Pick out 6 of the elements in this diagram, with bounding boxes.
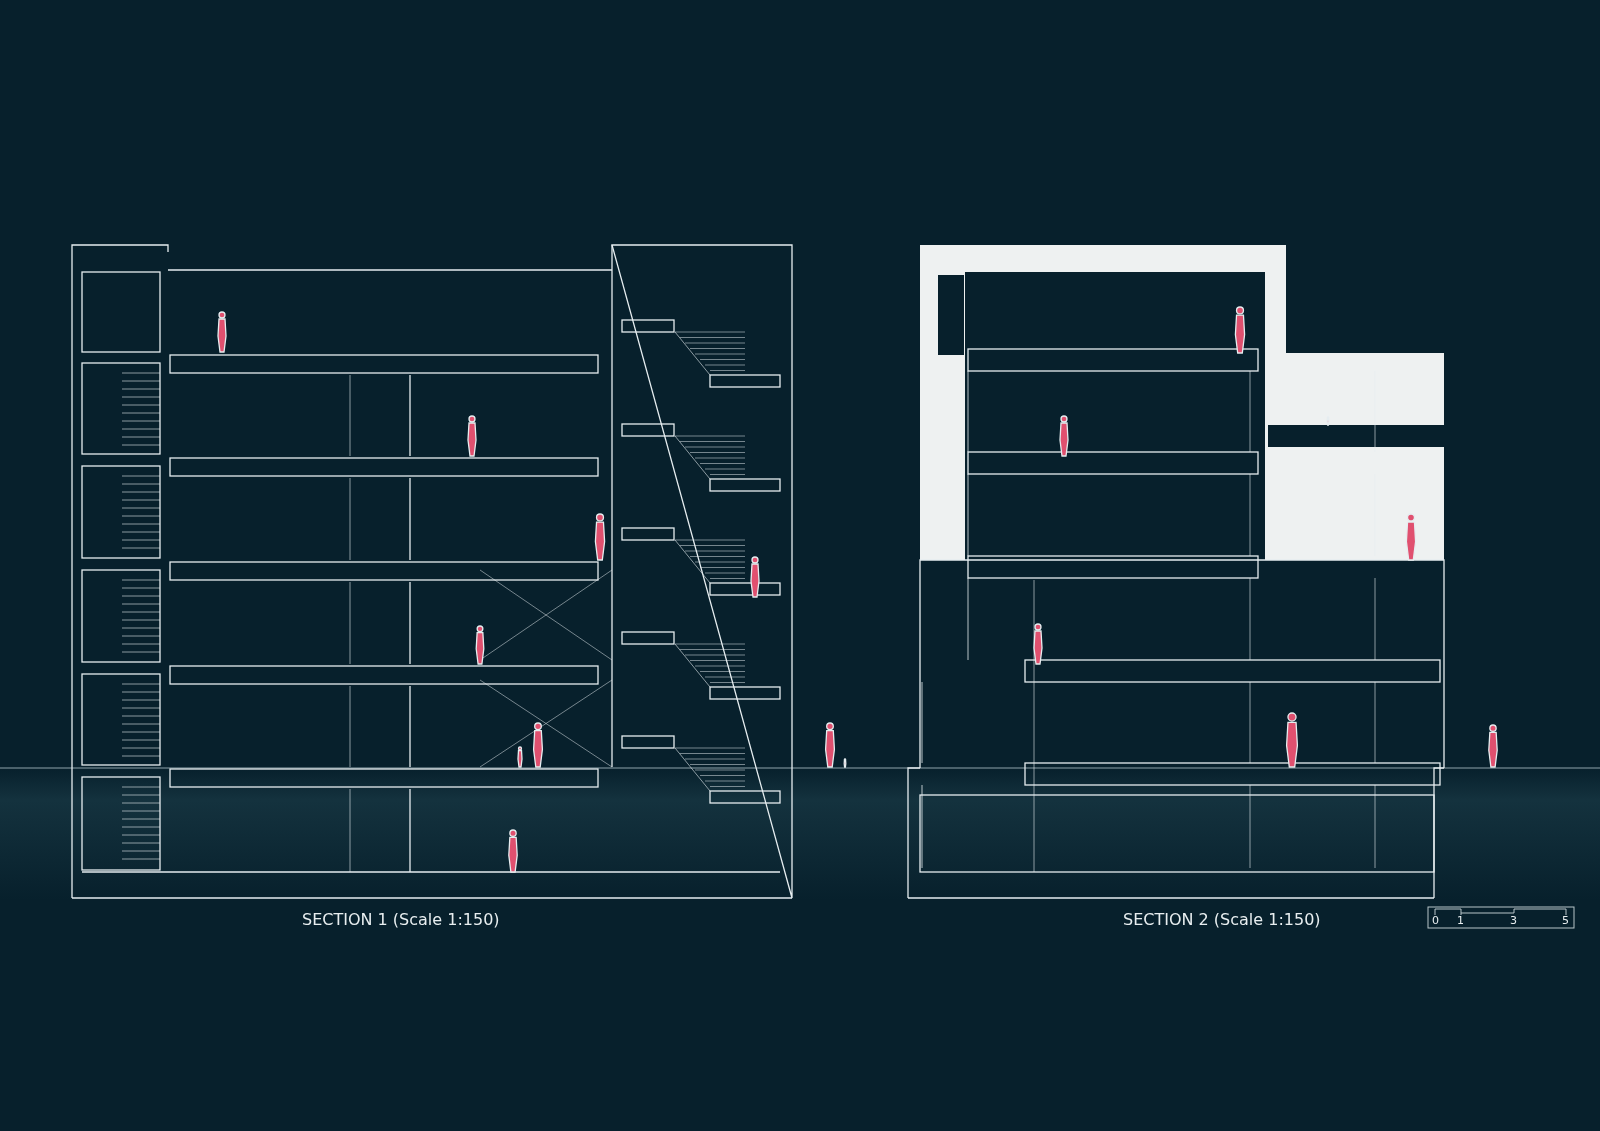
scale-number: 0	[1432, 915, 1439, 926]
section-caption: SECTION 1 (Scale 1:150)	[302, 912, 500, 928]
section-caption: SECTION 2 (Scale 1:150)	[1123, 912, 1321, 928]
scale-number: 1	[1457, 915, 1464, 926]
scale-number: 5	[1562, 915, 1569, 926]
scale-number: 3	[1510, 915, 1517, 926]
